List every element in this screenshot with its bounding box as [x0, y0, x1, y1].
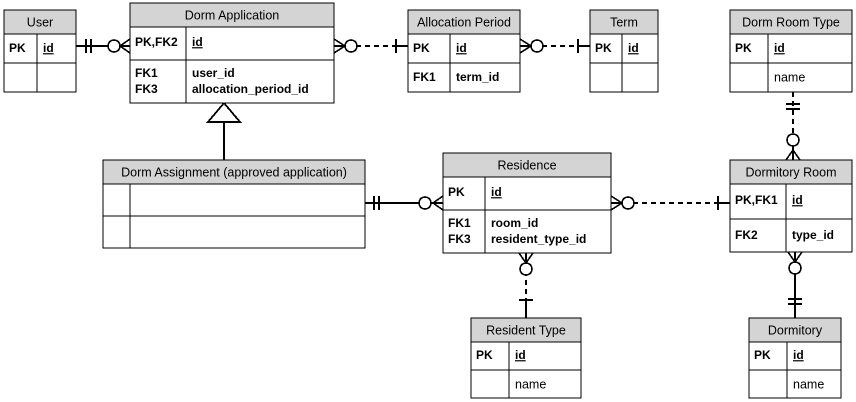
attr-key: PK [413, 41, 430, 55]
attr-name: id [515, 348, 526, 362]
attr-key: PK [735, 41, 752, 55]
entity-residence[interactable]: Residence PK id FK1 FK3 room_id resident… [442, 152, 612, 254]
attr-key: PK,FK1 [735, 193, 778, 207]
attr-name: id [793, 348, 804, 362]
entity-dorm-assignment[interactable]: Dorm Assignment (approved application) [102, 159, 366, 249]
entity-title: User [27, 15, 53, 29]
attr-key-fk1: FK1 [413, 70, 436, 84]
entity-dormitory[interactable]: Dormitory PK id name [748, 317, 842, 399]
relationship-dorm-assignment-inherits-dorm-application [206, 101, 242, 160]
attr-name: id [456, 41, 467, 55]
entity-resident-type[interactable]: Resident Type PK id name [470, 317, 582, 399]
attr-name-name: name [793, 377, 824, 391]
attr-name: id [628, 41, 639, 55]
attr-name-user-id: user_id [192, 66, 235, 80]
relationship-allocation-period-to-term [519, 38, 590, 54]
attr-key-fk3: FK3 [135, 82, 158, 96]
entity-dorm-application[interactable]: Dorm Application PK,FK2 id FK1 FK3 user_… [129, 2, 335, 104]
relationship-dorm-application-to-allocation-period [333, 38, 408, 54]
entity-title: Residence [497, 158, 556, 172]
attr-name-resident-type-id: resident_type_id [491, 232, 586, 246]
entity-allocation-period[interactable]: Allocation Period PK id FK1 term_id [407, 9, 521, 93]
attr-key: PK [9, 41, 26, 55]
attr-key-fk1: FK1 [135, 66, 158, 80]
attr-key: PK [448, 185, 465, 199]
attr-name-name: name [515, 377, 546, 391]
attr-key-fk2: FK2 [735, 228, 758, 242]
entity-title: Term [610, 15, 638, 29]
attr-name-term-id: term_id [456, 70, 499, 84]
attr-name: id [774, 41, 785, 55]
entity-user[interactable]: User PK id [3, 9, 77, 93]
attr-key: PK [595, 41, 612, 55]
attr-name: id [491, 185, 502, 199]
attr-key: PK,FK2 [135, 35, 178, 49]
attr-name-type-id: type_id [792, 228, 834, 242]
entity-title: Dorm Room Type [742, 15, 840, 29]
entity-title: Dorm Application [185, 8, 280, 22]
attr-name-room-id: room_id [491, 216, 538, 230]
relationship-residence-to-dormitory-room [610, 195, 730, 211]
attr-key: PK [476, 348, 493, 362]
relationship-dorm-assignment-to-residence [365, 195, 444, 211]
attr-key-fk3: FK3 [448, 232, 471, 246]
attr-name: id [43, 41, 54, 55]
attr-name: id [192, 35, 203, 49]
attr-key: PK [754, 348, 771, 362]
attr-name-allocation-period-id: allocation_period_id [192, 82, 309, 96]
relationship-dorm-room-type-to-dormitory-room [785, 92, 801, 161]
entity-term[interactable]: Term PK id [589, 9, 659, 93]
attr-name-name: name [774, 70, 805, 84]
entity-title: Allocation Period [417, 15, 511, 29]
entity-title: Dorm Assignment (approved application) [121, 165, 347, 179]
entity-dormitory-room[interactable]: Dormitory Room PK,FK1 id FK2 type_id [729, 159, 853, 253]
attr-key-fk1: FK1 [448, 216, 471, 230]
relationship-user-to-dorm-application [76, 38, 131, 54]
attr-name: id [792, 193, 803, 207]
entity-dorm-room-type[interactable]: Dorm Room Type PK id name [729, 9, 853, 93]
relationship-residence-to-resident-type [518, 252, 534, 318]
entity-title: Dormitory Room [746, 165, 837, 179]
entity-title: Dormitory [768, 323, 823, 337]
relationship-dormitory-room-to-dormitory [787, 251, 803, 318]
entity-title: Resident Type [486, 323, 566, 337]
